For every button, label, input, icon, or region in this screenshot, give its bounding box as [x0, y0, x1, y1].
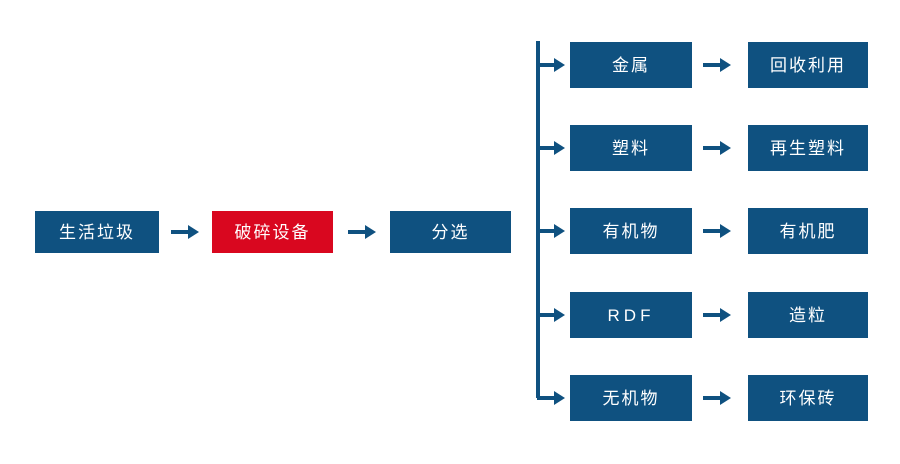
arrow-right-icon-material-to-product-3: [702, 302, 732, 328]
arrow-right-icon-branch-3: [536, 302, 566, 328]
node-material-2[interactable]: 有机物: [570, 208, 692, 254]
node-crusher-equipment[interactable]: 破碎设备: [212, 211, 333, 253]
node-product-1[interactable]: 再生塑料: [748, 125, 868, 171]
node-material-4[interactable]: 无机物: [570, 375, 692, 421]
arrow-right-icon-material-to-product-2: [702, 218, 732, 244]
node-material-0[interactable]: 金属: [570, 42, 692, 88]
arrow-right-icon-branch-4: [536, 385, 566, 411]
arrow-right-icon-branch-1: [536, 135, 566, 161]
node-product-4[interactable]: 环保砖: [748, 375, 868, 421]
arrow-right-icon-material-to-product-1: [702, 135, 732, 161]
arrow-right-icon-branch-2: [536, 218, 566, 244]
arrow-right-icon-branch-0: [536, 52, 566, 78]
node-product-0[interactable]: 回收利用: [748, 42, 868, 88]
node-material-1[interactable]: 塑料: [570, 125, 692, 171]
node-product-3[interactable]: 造粒: [748, 292, 868, 338]
distribution-bus-line: [536, 41, 540, 398]
node-material-3[interactable]: RDF: [570, 292, 692, 338]
arrow-right-icon-crusher-to-sorting: [347, 219, 377, 245]
arrow-right-icon-material-to-product-4: [702, 385, 732, 411]
arrow-right-icon-material-to-product-0: [702, 52, 732, 78]
node-product-2[interactable]: 有机肥: [748, 208, 868, 254]
node-input-waste[interactable]: 生活垃圾: [35, 211, 159, 253]
node-sorting[interactable]: 分选: [390, 211, 511, 253]
arrow-right-icon-waste-to-crusher: [170, 219, 200, 245]
